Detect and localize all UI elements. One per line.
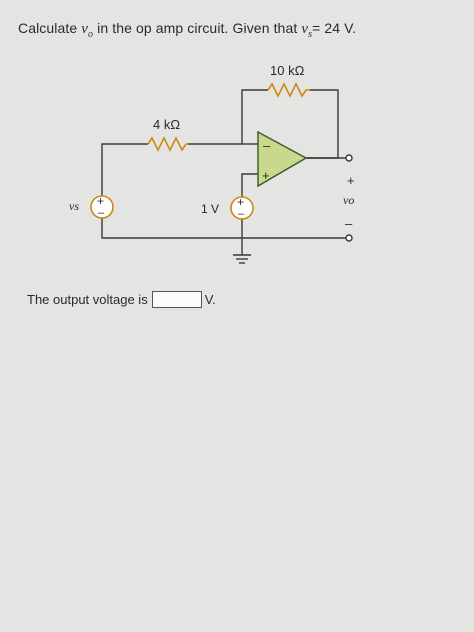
wire-ground-rail: [101, 218, 346, 239]
source-vs: [90, 195, 114, 219]
ground-symbol: [233, 254, 251, 264]
vs-symbol: vs: [301, 21, 313, 40]
answer-prompt: The output voltage is: [27, 292, 148, 307]
resistor-10k: [267, 82, 310, 98]
output-terminal-bottom: [345, 234, 353, 242]
resistor-10k-label: 10 kΩ: [270, 63, 305, 78]
output-vo-label: vo: [343, 193, 354, 207]
wire-resistor-to-inverting-node: [188, 89, 268, 145]
wires: [101, 89, 346, 255]
question-prefix: Calculate: [18, 20, 78, 36]
source-vs-plus: +: [97, 194, 104, 208]
answer-input[interactable]: [151, 291, 202, 308]
wire-noninverting-to-source: [241, 173, 258, 198]
source-vs-label: vs: [69, 199, 79, 213]
answer-unit: V.: [204, 292, 216, 307]
opamp-plus-label: +: [262, 168, 270, 183]
wire-vs-to-resistor: [101, 143, 148, 196]
resistor-4k-label: 4 kΩ: [153, 117, 180, 132]
opamp-symbol: [257, 130, 308, 188]
source-vs-minus: –: [98, 207, 105, 219]
source-1v: [230, 196, 254, 220]
question-text: Calculate vo in the op amp circuit. Give…: [18, 20, 356, 40]
output-minus-label: –: [345, 216, 353, 231]
answer-row: The output voltage is V.: [27, 291, 216, 308]
wire-feedback: [306, 89, 339, 159]
question-middle: in the op amp circuit. Given that: [97, 20, 298, 36]
output-terminal-top: [345, 154, 353, 162]
output-plus-label: +: [347, 173, 355, 188]
source-1v-plus: +: [237, 195, 244, 209]
source-1v-label: 1 V: [201, 202, 219, 216]
given-value: = 24 V.: [312, 20, 357, 36]
vo-symbol: vo: [81, 21, 94, 40]
source-1v-minus: –: [238, 208, 245, 220]
resistor-4k: [147, 136, 188, 152]
opamp-minus-label: –: [263, 138, 271, 153]
